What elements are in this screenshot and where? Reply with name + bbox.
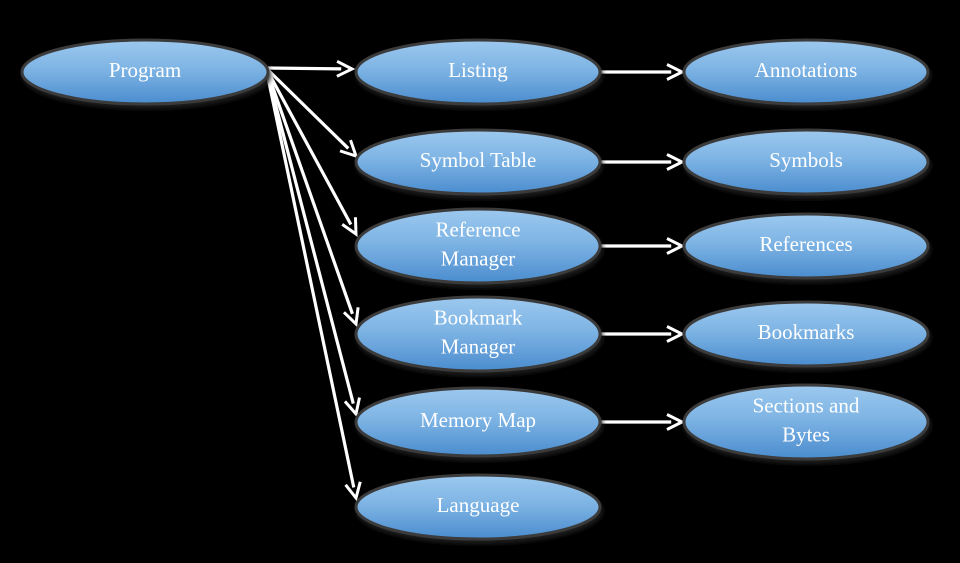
edge-program-to-memory-map — [264, 67, 361, 418]
node-label: Bookmark — [434, 305, 523, 329]
node-label: Manager — [441, 246, 516, 270]
edge-line — [264, 67, 354, 315]
node-label: Program — [109, 58, 181, 82]
edges-layer — [264, 59, 686, 502]
arrowhead-icon — [666, 153, 686, 171]
node-label: Bytes — [782, 422, 830, 446]
edge-line — [264, 67, 355, 404]
node-label: Manager — [441, 334, 516, 358]
node-ellipse[interactable] — [354, 207, 602, 285]
node-label: Listing — [448, 58, 508, 82]
node-label: References — [759, 232, 852, 256]
node-label: Language — [437, 493, 520, 517]
node-listing[interactable]: Listing — [354, 38, 602, 106]
node-ellipse[interactable] — [354, 295, 602, 373]
edge-line — [264, 66, 350, 150]
node-ellipse[interactable] — [354, 473, 602, 541]
arrowhead-icon — [666, 325, 686, 343]
node-ellipse[interactable] — [682, 300, 930, 368]
node-label: Symbol Table — [420, 148, 537, 172]
edge-program-to-bookmark-manager — [264, 67, 360, 328]
edge-line — [264, 67, 353, 226]
node-symbols[interactable]: Symbols — [682, 128, 930, 196]
edge-program-to-listing — [265, 59, 356, 78]
edge-reference-manager-to-references — [600, 237, 686, 255]
edge-program-to-language — [264, 67, 362, 502]
node-memory-map[interactable]: Memory Map — [354, 386, 602, 458]
node-ellipse[interactable] — [682, 383, 930, 461]
node-ellipse[interactable] — [354, 38, 602, 106]
node-label: Bookmarks — [758, 320, 855, 344]
edge-bookmark-manager-to-bookmarks — [600, 325, 686, 343]
arrowhead-icon — [342, 307, 360, 328]
node-label: Memory Map — [420, 408, 536, 432]
node-program[interactable]: Program — [20, 38, 270, 106]
arrowhead-icon — [336, 59, 356, 78]
node-language[interactable]: Language — [354, 473, 602, 541]
arrowhead-icon — [343, 397, 361, 418]
node-label: Reference — [435, 217, 520, 241]
arrowhead-icon — [341, 217, 358, 237]
node-references[interactable]: References — [682, 212, 930, 280]
edge-listing-to-annotations — [600, 63, 686, 81]
arrowhead-icon — [666, 63, 686, 81]
edge-program-to-symbol-table — [264, 66, 359, 159]
arrowhead-icon — [666, 237, 686, 255]
arrowhead-icon — [344, 481, 362, 502]
node-label: Symbols — [769, 148, 843, 172]
node-ellipse[interactable] — [682, 212, 930, 280]
node-ellipse[interactable] — [20, 38, 270, 106]
edge-program-to-reference-manager — [264, 67, 358, 237]
node-label: Annotations — [755, 58, 858, 82]
node-annotations[interactable]: Annotations — [682, 38, 930, 106]
node-label: Sections and — [753, 393, 860, 417]
node-bookmarks[interactable]: Bookmarks — [682, 300, 930, 368]
arrowhead-icon — [339, 139, 359, 159]
edge-line — [264, 67, 356, 488]
arrowhead-icon — [666, 413, 686, 431]
node-ellipse[interactable] — [682, 128, 930, 196]
node-symbol-table[interactable]: Symbol Table — [354, 128, 602, 196]
edge-line — [265, 66, 342, 71]
node-ellipse[interactable] — [354, 386, 602, 458]
node-ellipse[interactable] — [354, 128, 602, 196]
node-ellipse[interactable] — [682, 38, 930, 106]
edge-memory-map-to-sections-and-bytes — [600, 413, 686, 431]
edge-symbol-table-to-symbols — [600, 153, 686, 171]
